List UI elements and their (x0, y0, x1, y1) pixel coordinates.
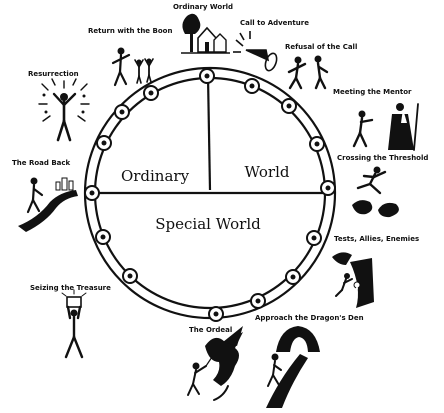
marker-lower-left (95, 229, 111, 245)
stage-label-seizing-the-treasure: Seizing the Treasure (30, 284, 111, 292)
wheel-dividers (92, 75, 328, 195)
cheering-figures-icon (111, 47, 154, 87)
stage-label-the-road-back: The Road Back (12, 159, 71, 167)
stage-label-call-to-adventure: Call to Adventure (240, 19, 309, 27)
world-label: World (245, 163, 290, 181)
marker-refusal-of-the-call (281, 98, 297, 114)
trumpet-icon (233, 31, 278, 72)
stage-label-resurrection: Resurrection (28, 70, 79, 78)
marker-meeting-the-mentor (309, 136, 325, 152)
stage-label-the-ordeal: The Ordeal (189, 326, 232, 334)
special-world-label: Special World (155, 215, 261, 233)
marker-the-ordeal (208, 306, 224, 322)
stage-label-crossing-the-threshold: Crossing the Threshold (337, 154, 428, 162)
treasure-lift-icon (61, 289, 87, 359)
ordinary-label: Ordinary (121, 167, 190, 185)
marker-upper-left (114, 104, 130, 120)
stage-label-approach-the-dragons-den: Approach the Dragon's Den (255, 314, 364, 322)
stage-label-refusal-of-the-call: Refusal of the Call (285, 43, 357, 51)
marker-seizing-the-treasure (122, 268, 138, 284)
cave-icon (266, 326, 320, 408)
marker-ordinary-world (199, 68, 215, 84)
two-figures-icon (287, 55, 329, 90)
radiant-figure-icon (38, 78, 90, 142)
climbing-figures-icon (332, 252, 374, 308)
stage-label-meeting-the-mentor: Meeting the Mentor (333, 88, 412, 96)
road-figure-icon (18, 177, 78, 232)
dragon-fight-icon (187, 326, 243, 401)
marker-call-to-adventure (244, 78, 260, 94)
marker-tests-allies-enemies (306, 230, 322, 246)
marker-approach-the-dragons-den (285, 269, 301, 285)
stage-label-tests-allies-enemies: Tests, Allies, Enemies (334, 235, 419, 243)
marker-approach-lower (250, 293, 266, 309)
stage-label-return-with-the-boon: Return with the Boon (88, 27, 172, 35)
wizard-mentor-icon (352, 103, 419, 151)
stage-label-ordinary-world: Ordinary World (173, 3, 233, 11)
stage-markers (84, 68, 336, 322)
marker-the-road-back (84, 185, 100, 201)
marker-return-with-the-boon (143, 85, 159, 101)
village-icon (181, 13, 230, 54)
leaping-figure-icon (352, 166, 399, 218)
marker-crossing-the-threshold (320, 180, 336, 196)
marker-resurrection (96, 135, 112, 151)
